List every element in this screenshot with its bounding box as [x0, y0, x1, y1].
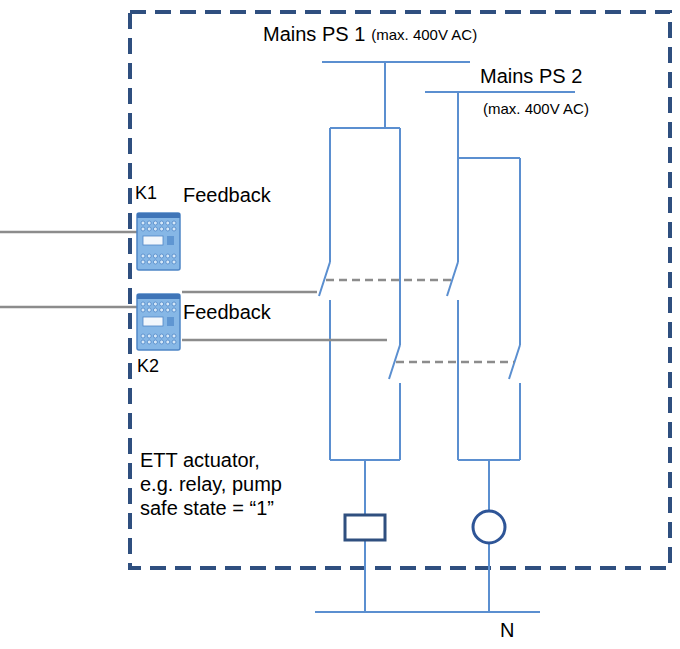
ps1-feed	[330, 62, 400, 128]
relay-terminal	[153, 302, 157, 306]
relay-terminal	[166, 302, 170, 306]
relay-terminal	[166, 221, 170, 225]
relay-terminal	[147, 340, 151, 344]
relay-terminal	[147, 254, 151, 258]
relay-terminal	[160, 308, 164, 312]
relay-terminal	[153, 340, 157, 344]
relay-terminal	[141, 302, 145, 306]
relay-terminal	[166, 227, 170, 231]
relay-terminal	[153, 221, 157, 225]
relay-terminal	[172, 260, 176, 264]
k2-contact-ps2	[509, 158, 520, 460]
k2-input-line	[0, 306, 137, 309]
k1-input-line	[0, 231, 137, 234]
relay-terminal	[172, 340, 176, 344]
relay-terminal	[160, 340, 164, 344]
relay-name: K1	[135, 183, 157, 205]
relay-terminal	[141, 334, 145, 338]
relay-terminal	[166, 334, 170, 338]
relay-terminal	[160, 254, 164, 258]
feedback-label: Feedback	[183, 183, 271, 207]
relay-terminal	[160, 302, 164, 306]
relay-label-plate	[143, 317, 163, 326]
relay-terminal	[166, 260, 170, 264]
relay-terminal	[153, 227, 157, 231]
relay-terminal	[172, 221, 176, 225]
ps2-output	[458, 460, 520, 612]
supply-name: Mains PS 1	[263, 22, 365, 46]
relay-name: K2	[137, 356, 159, 378]
relay-icons	[137, 213, 180, 350]
relay-terminal	[141, 340, 145, 344]
relay-module: K1Feedback	[137, 213, 180, 270]
k2-actuation-line	[182, 339, 387, 342]
supply-rating: (max. 400V AC)	[371, 26, 477, 44]
relay-terminal	[166, 308, 170, 312]
relay-terminal	[172, 334, 176, 338]
relay-terminal	[141, 260, 145, 264]
relay-terminal	[147, 308, 151, 312]
relay-led	[167, 236, 174, 245]
pump-symbol	[473, 511, 505, 543]
relay-coil-symbol	[345, 515, 385, 540]
relay-housing	[137, 294, 180, 350]
k1-actuation-line	[182, 291, 317, 294]
relay-terminal	[166, 254, 170, 258]
ps2-bus	[425, 91, 575, 93]
ps1-output	[330, 460, 400, 612]
relay-terminal	[153, 260, 157, 264]
control-lines	[0, 232, 387, 340]
relay-terminal	[147, 227, 151, 231]
enclosure-border	[130, 12, 670, 568]
relay-terminal	[153, 334, 157, 338]
relay-terminal	[141, 254, 145, 258]
relay-terminal	[141, 308, 145, 312]
relay-led	[167, 317, 174, 326]
relay-terminal	[172, 254, 176, 258]
relay-terminal	[172, 308, 176, 312]
relay-terminal	[147, 221, 151, 225]
k1-contact-ps2	[447, 158, 458, 460]
relay-terminal	[160, 334, 164, 338]
mains-wiring	[315, 62, 575, 612]
mechanical-links	[326, 280, 514, 362]
relay-terminal	[160, 260, 164, 264]
relay-module: FeedbackK2	[137, 294, 180, 350]
relay-module-icon	[137, 294, 180, 350]
k1-contact-ps1	[319, 128, 330, 460]
neutral-label: N	[500, 618, 514, 642]
ps1-bus	[322, 61, 470, 63]
feedback-label: Feedback	[183, 300, 271, 324]
relay-top-strip	[137, 213, 180, 218]
k2-contact-ps1	[389, 128, 400, 460]
supply-rating: (max. 400V AC)	[483, 100, 589, 118]
relay-terminal	[160, 221, 164, 225]
relay-label-plate	[143, 236, 163, 245]
relay-housing	[137, 213, 180, 270]
relay-terminal	[153, 254, 157, 258]
relay-terminal	[147, 302, 151, 306]
relay-terminal	[172, 227, 176, 231]
actuator-note: ETT actuator, e.g. relay, pump safe stat…	[140, 448, 295, 520]
relay-module-icon	[137, 213, 180, 270]
supply-name: Mains PS 2	[480, 64, 582, 88]
relay-terminal	[160, 227, 164, 231]
k1-mechanical-link	[326, 279, 452, 282]
relay-terminal	[141, 227, 145, 231]
k2-mechanical-link	[396, 361, 514, 364]
relay-terminal	[147, 260, 151, 264]
relay-terminal	[153, 308, 157, 312]
relay-top-strip	[137, 294, 180, 299]
relay-terminal	[147, 334, 151, 338]
neutral-bus	[315, 611, 540, 613]
relay-terminal	[166, 340, 170, 344]
relay-terminal	[141, 221, 145, 225]
relay-terminal	[172, 302, 176, 306]
